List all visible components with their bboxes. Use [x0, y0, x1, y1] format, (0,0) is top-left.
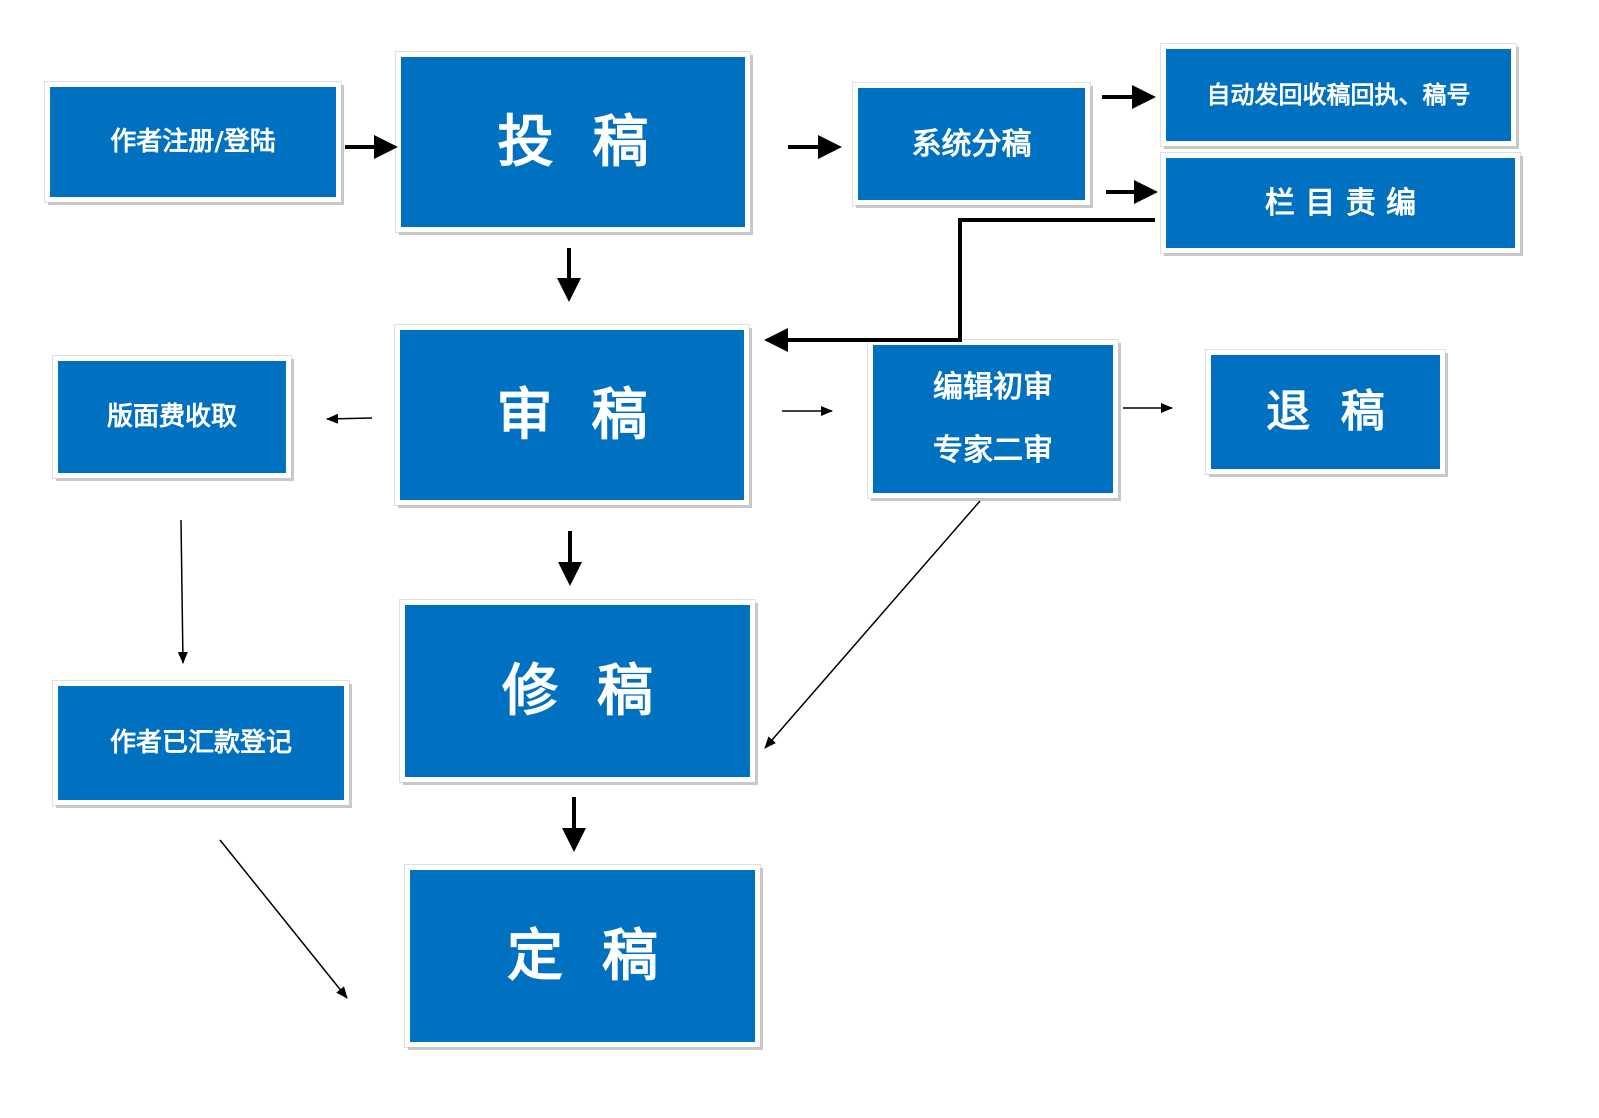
- node-register: 作者注册/登陆: [45, 82, 341, 202]
- node-register-label: 作者注册/登陆: [110, 126, 276, 157]
- node-submit: 投 稿: [396, 52, 750, 232]
- arrow-column-editor-to-review: [764, 218, 1155, 352]
- node-remit-label: 作者已汇款登记: [109, 727, 292, 758]
- arrow-expert-to-revise: [764, 500, 981, 749]
- node-distribute: 系统分稿: [853, 83, 1090, 205]
- node-review: 审 稿: [395, 325, 749, 505]
- node-fee: 版面费收取: [53, 356, 291, 478]
- node-revise-label: 修 稿: [502, 658, 653, 724]
- arrow-review-to-fee: [326, 413, 373, 424]
- node-fee-label: 版面费收取: [106, 401, 237, 432]
- node-auto-receipt: 自动发回收稿回执、稿号: [1161, 44, 1516, 146]
- node-column-editor: 栏 目 责 编: [1161, 153, 1520, 253]
- node-reject: 退 稿: [1206, 350, 1445, 474]
- node-expert-review: 编辑初审 专家二审: [868, 340, 1118, 498]
- node-final-label: 定 稿: [507, 923, 658, 989]
- node-column-editor-label: 栏 目 责 编: [1264, 185, 1417, 221]
- node-review-label: 审 稿: [496, 382, 648, 448]
- arrow-remit-to-final: [219, 839, 348, 999]
- node-reject-label: 退 稿: [1266, 386, 1385, 437]
- node-distribute-label: 系统分稿: [911, 126, 1032, 162]
- node-expert-review-line1: 编辑初审: [933, 370, 1053, 405]
- node-final: 定 稿: [405, 865, 760, 1047]
- node-remit: 作者已汇款登记: [53, 681, 349, 805]
- node-expert-review-line2: 专家二审: [933, 433, 1053, 468]
- arrow-fee-to-remit: [177, 519, 188, 664]
- node-submit-label: 投 稿: [497, 109, 649, 175]
- node-auto-receipt-label: 自动发回收稿回执、稿号: [1206, 80, 1471, 109]
- node-revise: 修 稿: [400, 600, 755, 782]
